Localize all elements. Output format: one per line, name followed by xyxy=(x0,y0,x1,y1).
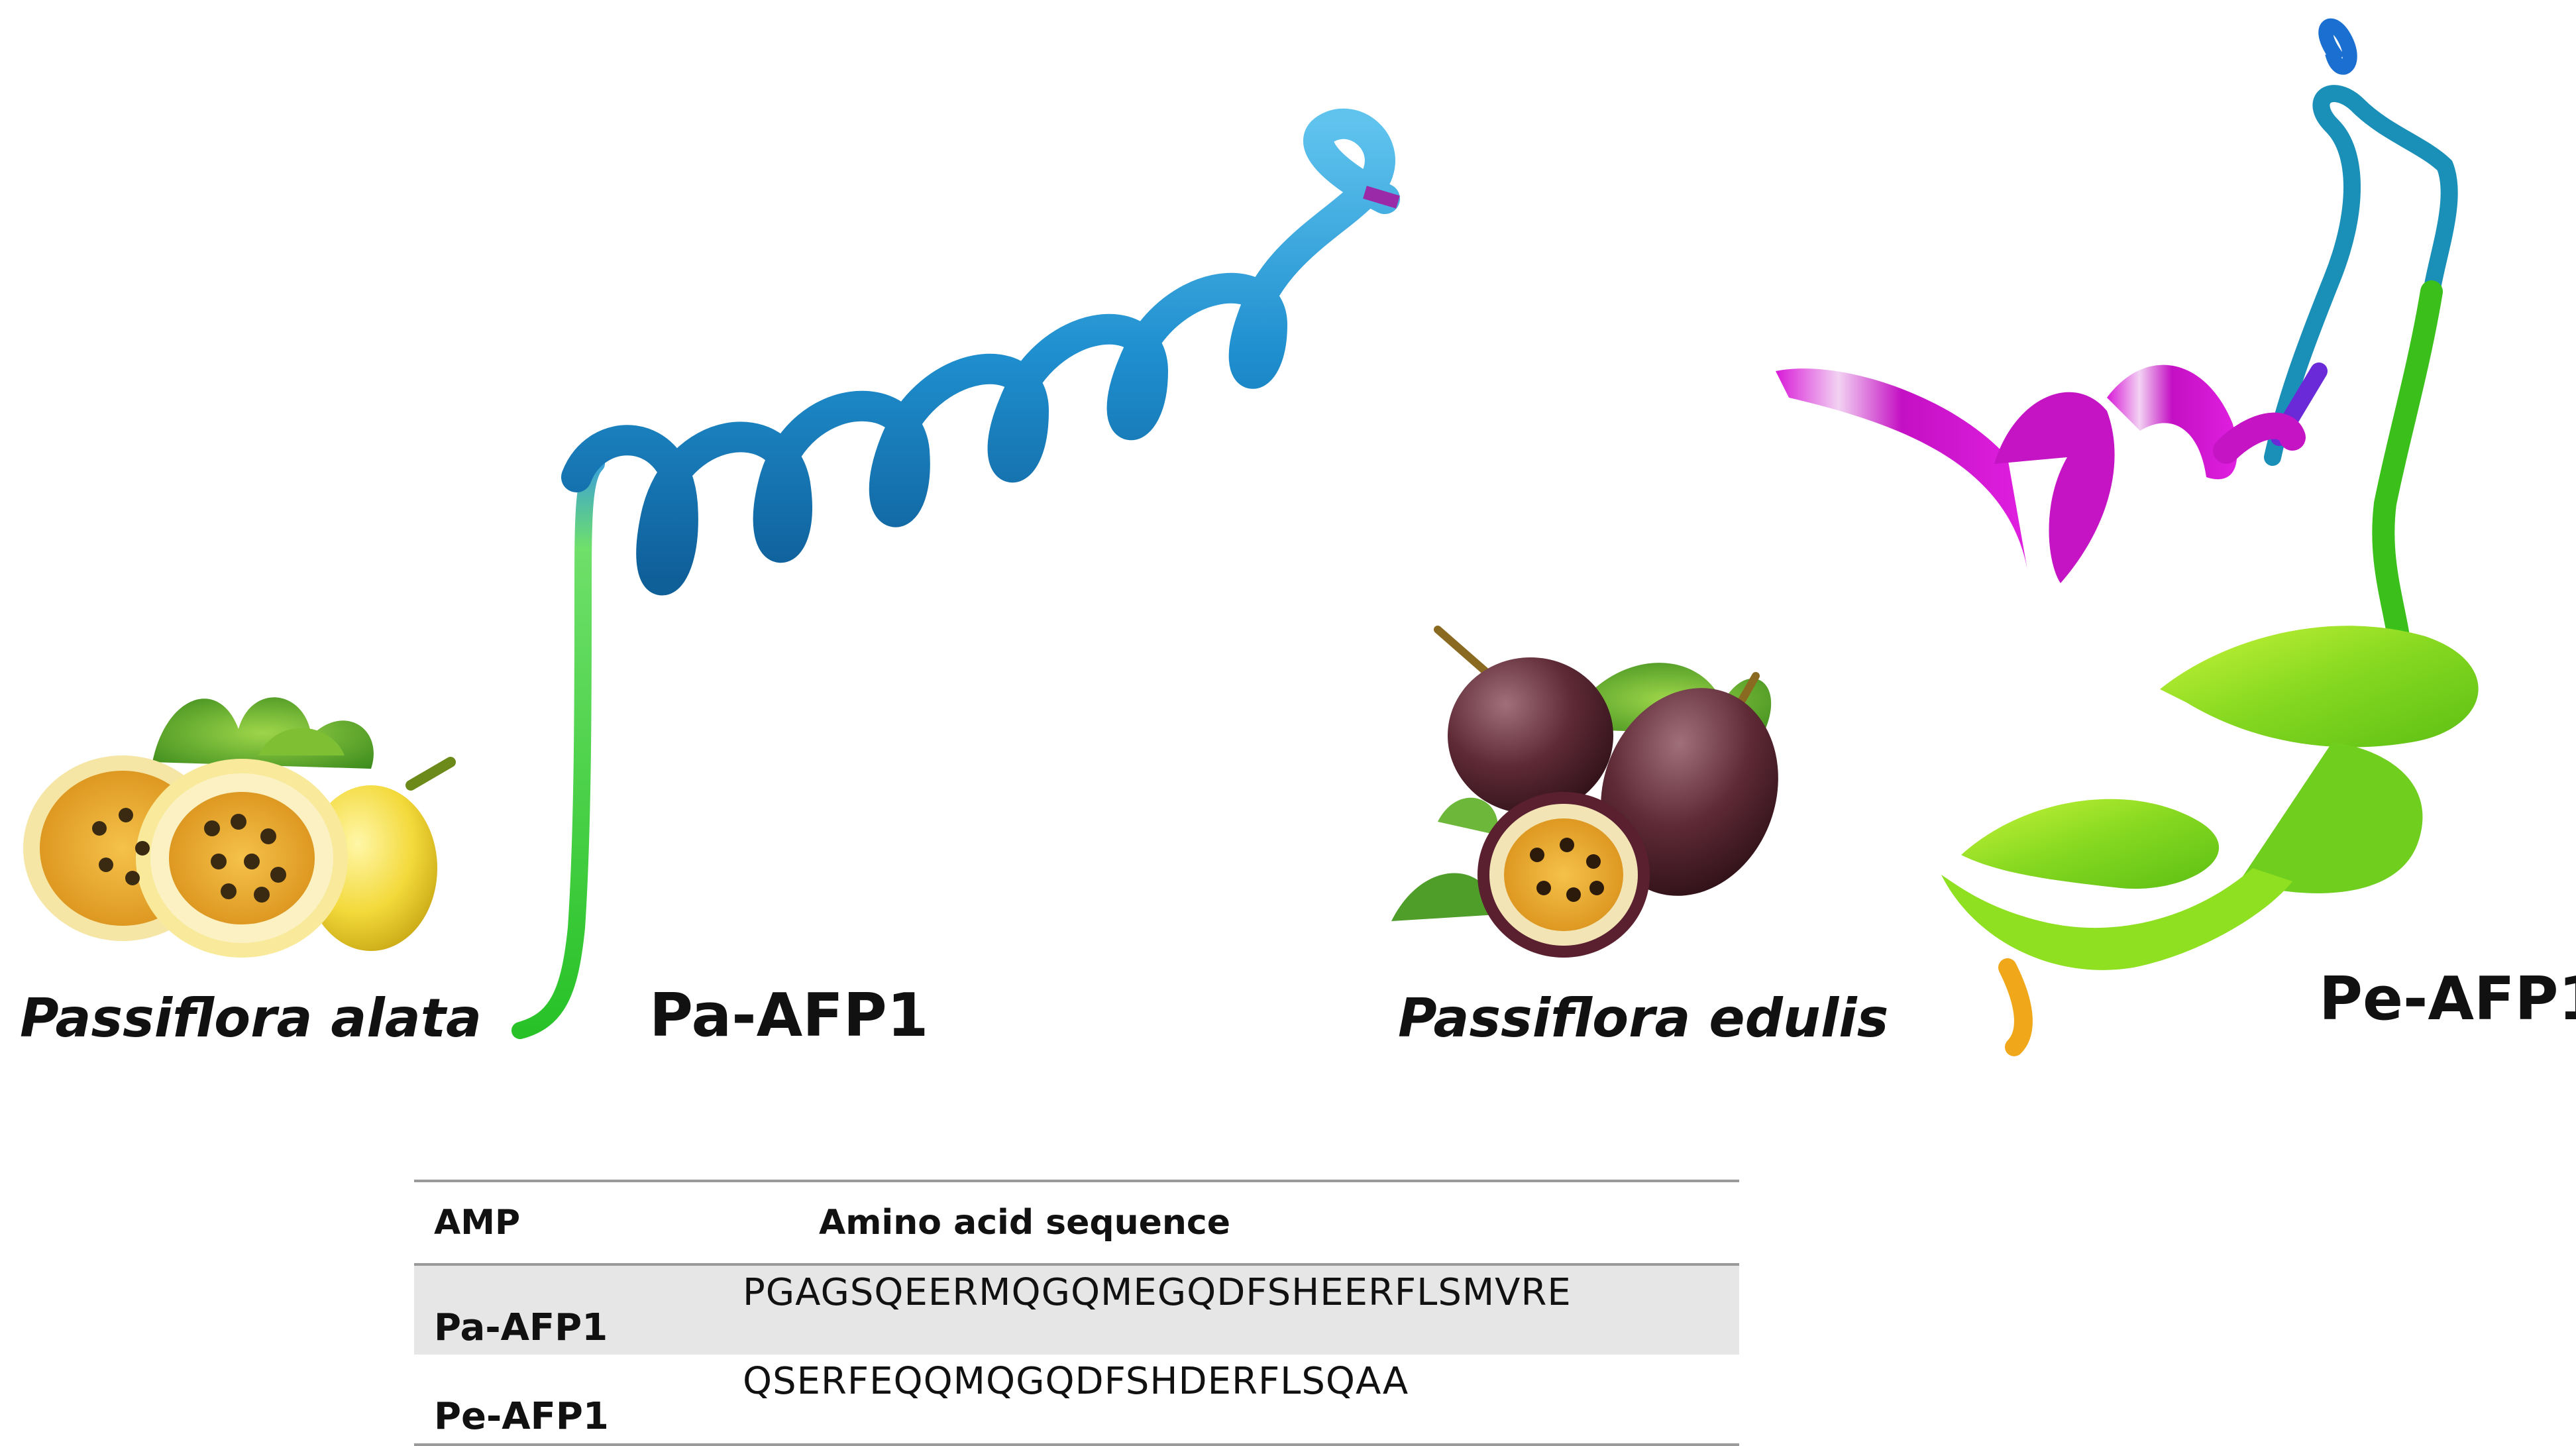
sequence-cell: QSERFEQQMQGQDFSHDERFLSQAA xyxy=(700,1355,1739,1446)
species-label-edulis: Passiflora edulis xyxy=(1398,987,1889,1049)
protein-label-pa-afp1: Pa-AFP1 xyxy=(649,981,929,1050)
protein-label-pe-afp1: Pe-AFP1 xyxy=(2319,964,2576,1034)
table-row: Pa-AFP1 PGAGSQEERMQGQMEGQDFSHEERFLSMVRE xyxy=(414,1264,1739,1355)
sequence-table: AMP Amino acid sequence Pa-AFP1 PGAGSQEE… xyxy=(414,1180,1739,1446)
table-row: Pe-AFP1 QSERFEQQMQGQDFSHDERFLSQAA xyxy=(414,1355,1739,1446)
passiflora-edulis-fruit-image xyxy=(1391,626,1778,958)
pe-afp1-structure xyxy=(1776,18,2479,1056)
column-header-sequence: Amino acid sequence xyxy=(700,1180,1739,1266)
passiflora-alata-fruit-image xyxy=(23,697,456,958)
species-label-alata: Passiflora alata xyxy=(20,987,482,1049)
column-header-amp: AMP xyxy=(414,1180,700,1266)
table-header-row: AMP Amino acid sequence xyxy=(414,1180,1739,1266)
pa-afp1-structure xyxy=(511,108,1400,1039)
amp-name-cell: Pa-AFP1 xyxy=(414,1264,700,1355)
amp-name-cell: Pe-AFP1 xyxy=(414,1355,700,1446)
sequence-cell: PGAGSQEERMQGQMEGQDFSHEERFLSMVRE xyxy=(700,1264,1739,1355)
